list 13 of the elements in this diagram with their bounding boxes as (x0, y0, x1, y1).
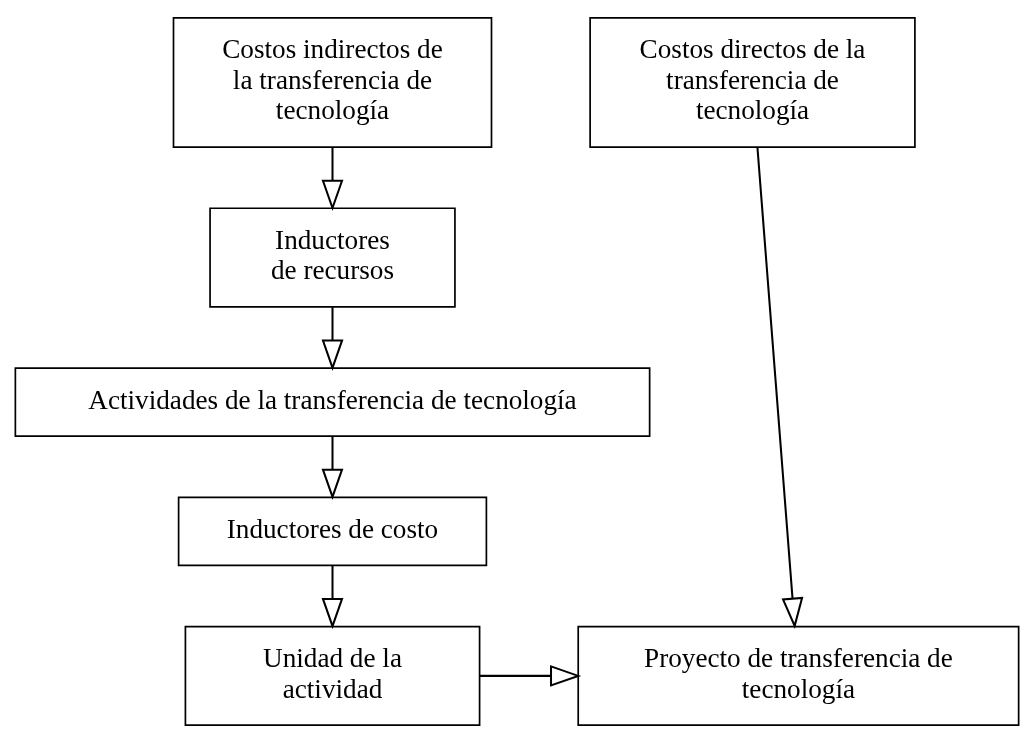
arrow (321, 565, 344, 629)
node-box: Costos directos de la transferencia de tecnología (589, 16, 916, 148)
arrow (479, 664, 582, 687)
node-box: Actividades de la transferencia de tecnología (14, 366, 651, 437)
node-box: Unidad de la actividad (184, 625, 481, 726)
node-box: Proyecto de transferencia de tecnología (577, 625, 1020, 726)
node-box: Inductores de recursos (209, 206, 456, 308)
arrow (321, 306, 344, 371)
node-box: Inductores de costo (177, 495, 488, 566)
arrow (321, 435, 344, 500)
arrow (756, 146, 804, 629)
arrow (321, 146, 344, 211)
node-box: Costos indirectos de la transferencia de tecnología (172, 16, 493, 148)
